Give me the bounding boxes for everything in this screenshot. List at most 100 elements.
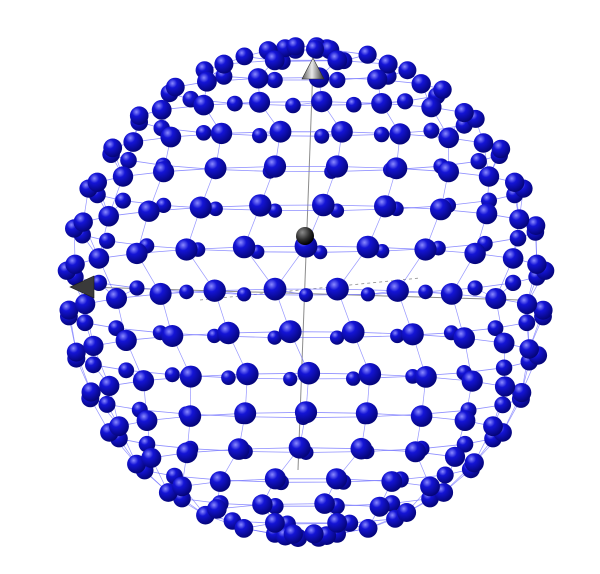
lattice-point [325, 155, 349, 178]
lattice-point [329, 71, 346, 89]
lattice-point [509, 229, 527, 247]
lattice-point [358, 519, 378, 538]
lattice-point [118, 362, 135, 379]
lattice-point [518, 314, 536, 332]
lattice-point [504, 274, 522, 291]
lattice-point [414, 238, 437, 261]
lattice-point [65, 254, 85, 274]
lattice-point [381, 471, 403, 492]
lattice-point [464, 453, 484, 473]
lattice-point [491, 139, 511, 159]
lattice-point [415, 366, 437, 388]
lattice-point [234, 402, 257, 425]
lattice-point [358, 45, 377, 64]
lattice-point [83, 335, 104, 356]
pole-point [306, 40, 324, 58]
lattice-point [283, 524, 303, 544]
lattice-point [141, 447, 162, 468]
lattice-point [385, 157, 408, 180]
lattice-point [234, 519, 254, 538]
lattice-point [252, 128, 268, 144]
lattice-point [283, 371, 298, 387]
lattice-point [59, 300, 79, 320]
lattice-point [138, 200, 160, 222]
lattice-point [433, 80, 452, 99]
lattice-point [66, 342, 86, 362]
lattice-point [123, 132, 144, 152]
lattice-point [204, 157, 227, 180]
lattice-point [487, 320, 504, 337]
lattice-point [502, 248, 524, 269]
lattice-point [311, 91, 333, 113]
lattice-point [509, 209, 530, 230]
lattice-point [346, 371, 361, 386]
lattice-point [153, 161, 175, 183]
lattice-point [494, 396, 512, 414]
lattice-point [440, 283, 463, 305]
lattice-point [120, 151, 137, 169]
lattice-point [386, 279, 409, 302]
lattice-point [519, 339, 539, 359]
lattice-point [278, 320, 302, 344]
lattice-point [533, 300, 553, 320]
lattice-point [304, 524, 324, 544]
lattice-point [327, 50, 348, 71]
lattice-point [126, 242, 148, 265]
lattice-point [373, 126, 390, 143]
lattice-point [461, 370, 483, 392]
lattice-point [464, 242, 486, 265]
lattice-point [454, 103, 474, 123]
lattice-point [299, 288, 313, 303]
origin-sphere-icon [296, 227, 314, 245]
lattice-point [374, 195, 397, 218]
lattice-point [87, 172, 108, 192]
lattice-point [151, 99, 172, 120]
lattice-point [221, 370, 236, 386]
lattice-point [156, 197, 172, 213]
lattice-point [438, 127, 460, 149]
lattice-point [226, 95, 243, 112]
lattice-point [160, 126, 182, 148]
lattice-point [411, 74, 431, 94]
lattice-point [264, 468, 286, 490]
lattice-point [350, 437, 373, 460]
lattice-point [526, 216, 546, 236]
lattice-point [264, 50, 285, 71]
lattice-point [99, 232, 116, 249]
lattice-point [421, 97, 442, 118]
lattice-point [189, 196, 212, 219]
lattice-point [314, 493, 335, 514]
lattice-point [516, 293, 538, 315]
lattice-point [356, 235, 380, 259]
lattice-point [331, 121, 353, 143]
lattice-point [207, 499, 227, 519]
lattice-point [398, 61, 417, 80]
lattice-point [172, 476, 192, 497]
lattice-point [470, 153, 487, 170]
lattice-point [476, 203, 498, 225]
lattice-point [165, 77, 185, 97]
lattice-point [179, 284, 194, 300]
lattice-point [103, 138, 123, 158]
lattice-point [129, 106, 149, 125]
lattice-point [176, 442, 198, 464]
lattice-point [98, 395, 116, 413]
lattice-point [418, 284, 433, 300]
lattice-point [98, 205, 119, 227]
lattice-point [209, 471, 231, 492]
lattice-point [397, 503, 417, 522]
lattice-point [326, 468, 348, 490]
lattice-point [494, 376, 516, 397]
lattice-point [444, 446, 466, 467]
lattice-point [195, 125, 212, 141]
lattice-point [266, 71, 283, 89]
lattice-point [132, 370, 155, 392]
lattice-point [75, 293, 96, 315]
lattice-point [369, 496, 390, 517]
lattice-point [355, 402, 378, 425]
lattice-point [454, 410, 476, 431]
axis-cones [69, 57, 325, 299]
lattice-point [236, 362, 259, 386]
